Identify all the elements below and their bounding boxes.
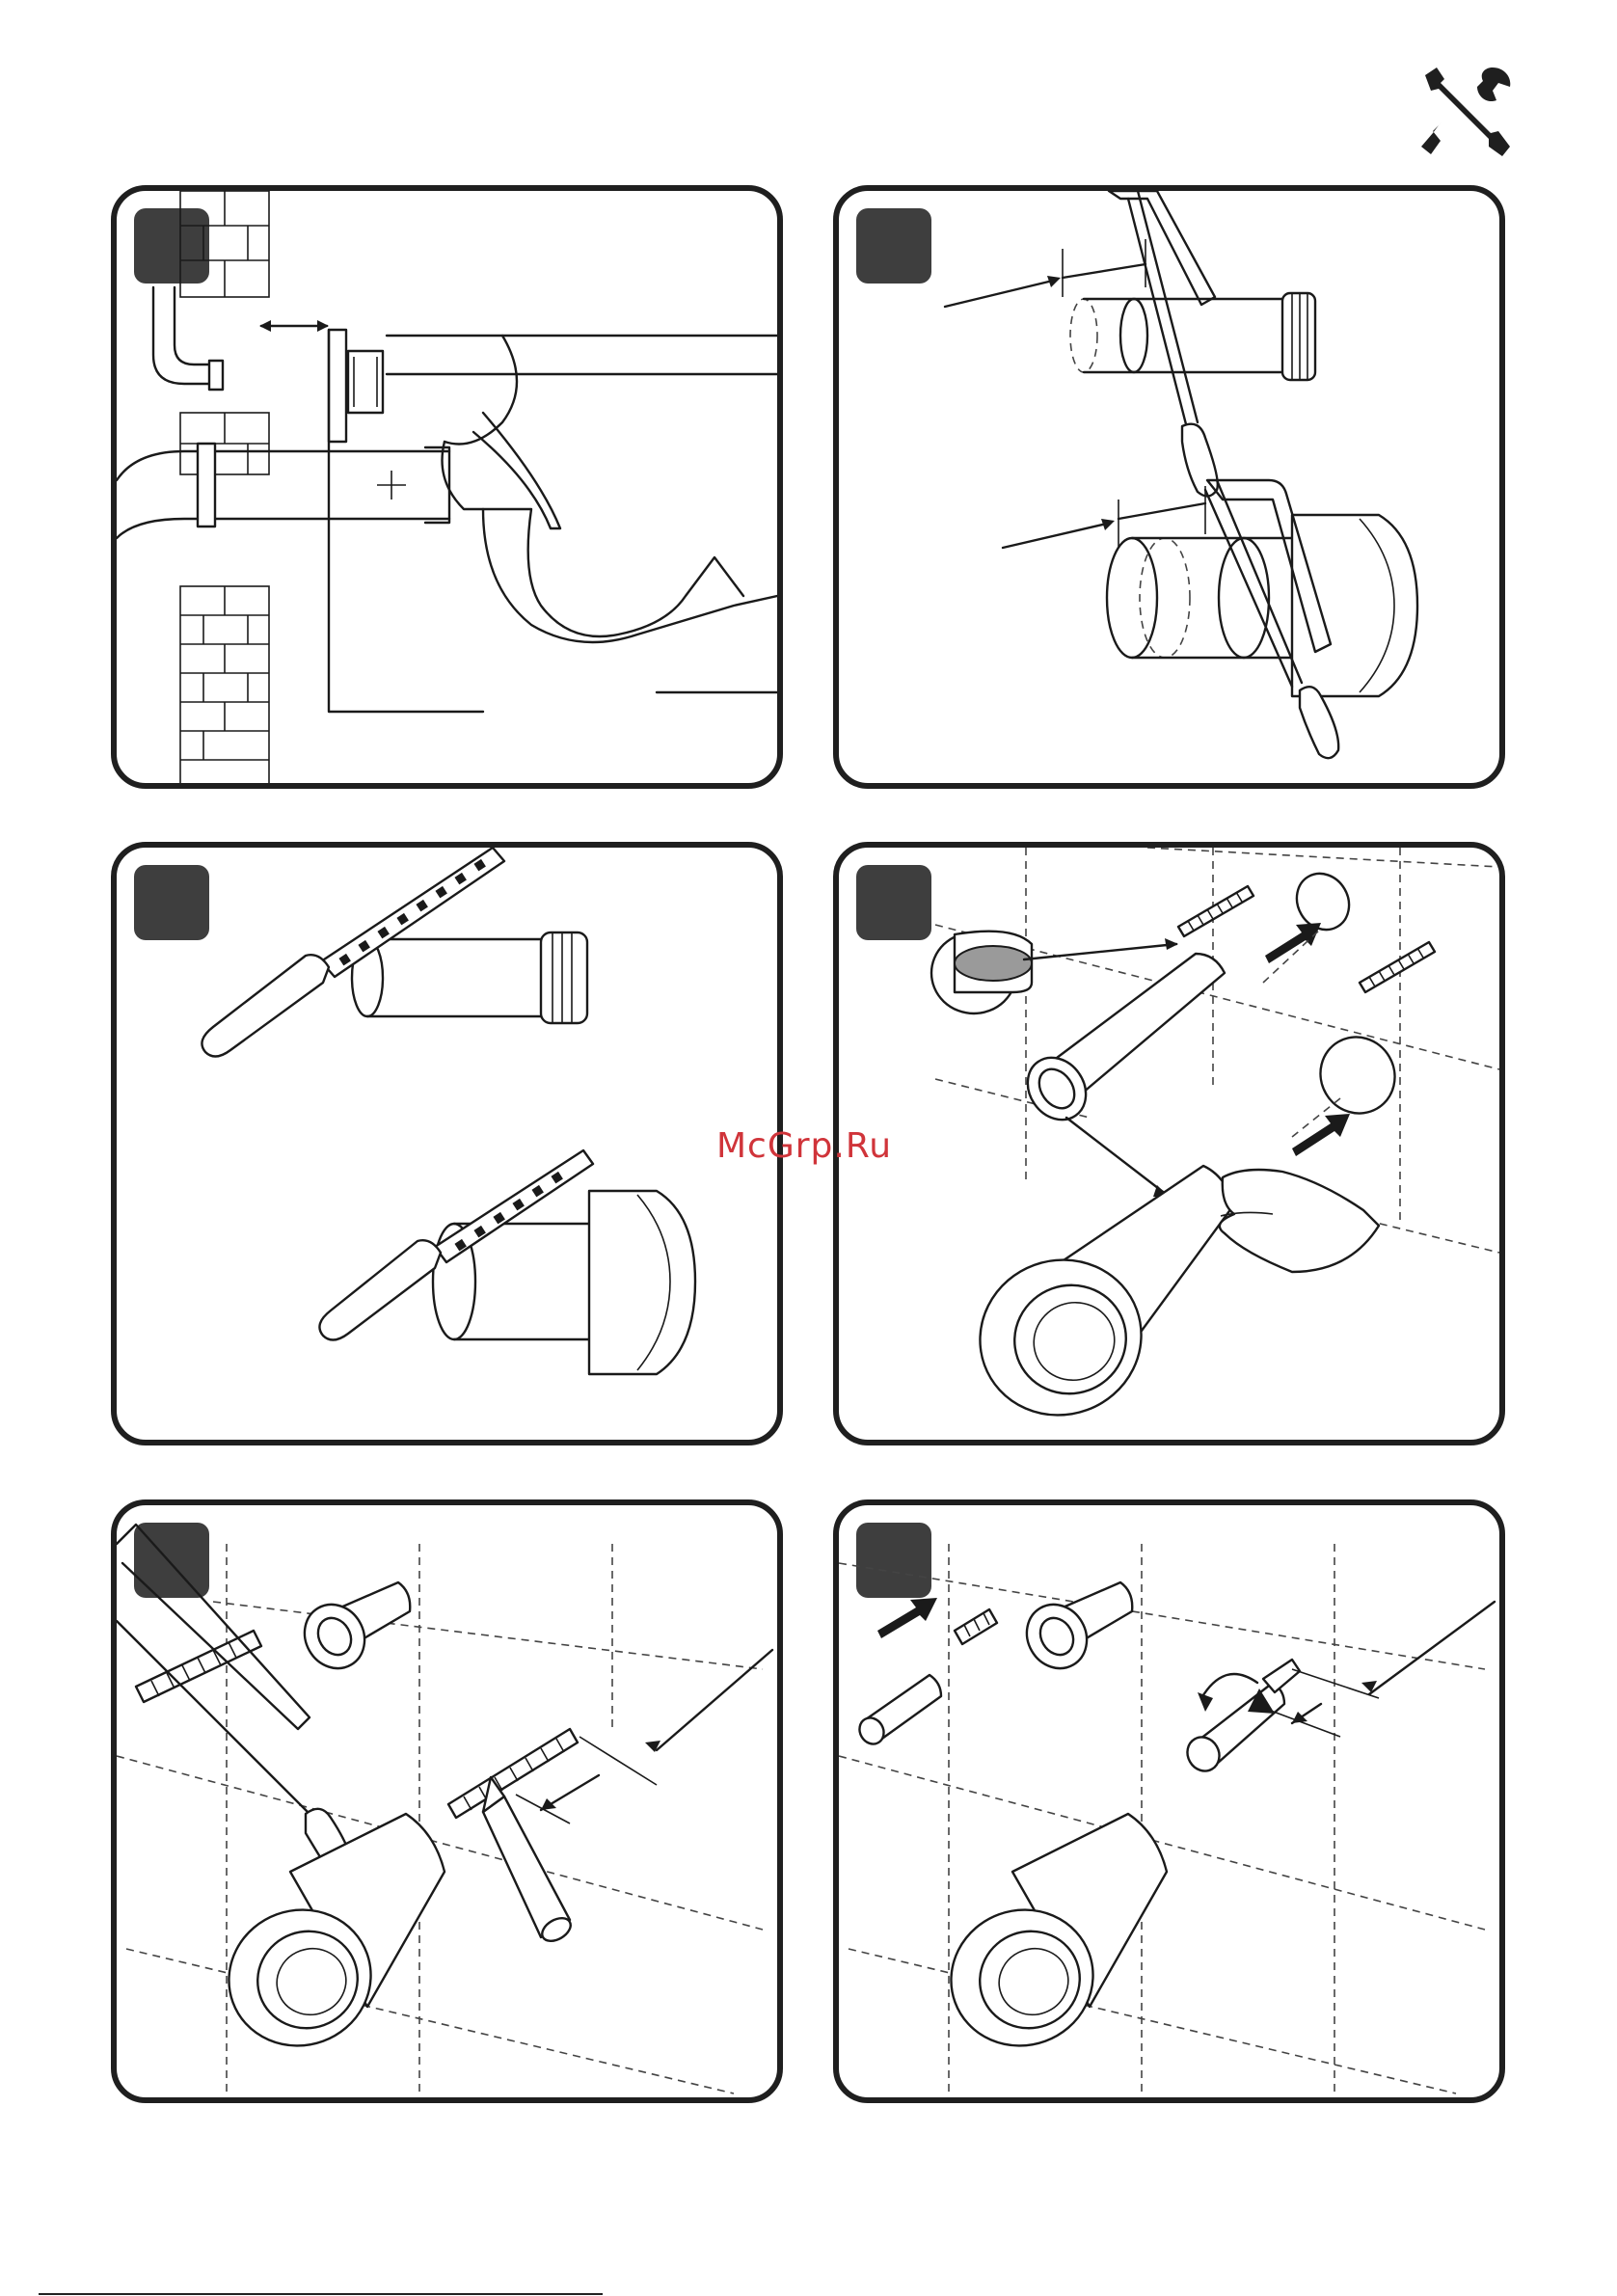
step-1-measure-wall-distance bbox=[111, 185, 783, 789]
filing-pipe-illustration bbox=[117, 848, 777, 1440]
wrench-screwdriver-icon bbox=[1415, 62, 1516, 162]
step-6-install-mounting-bolts bbox=[833, 1499, 1505, 2103]
step-4-lubricate-and-insert bbox=[833, 842, 1505, 1445]
watermark-text: McGrp.Ru bbox=[716, 1126, 892, 1166]
step-2-saw-pipe-to-length bbox=[833, 185, 1505, 789]
step-5-cut-threaded-rod bbox=[111, 1499, 783, 2103]
bolt-installation-illustration bbox=[839, 1505, 1499, 2097]
footer-rule bbox=[39, 2293, 603, 2295]
lubricant-insertion-illustration bbox=[839, 848, 1499, 1440]
step-3-file-cut-edge bbox=[111, 842, 783, 1445]
rod-cutting-illustration bbox=[117, 1505, 777, 2097]
wall-pipe-illustration bbox=[117, 191, 777, 783]
hacksaw-cutting-illustration bbox=[839, 191, 1499, 783]
